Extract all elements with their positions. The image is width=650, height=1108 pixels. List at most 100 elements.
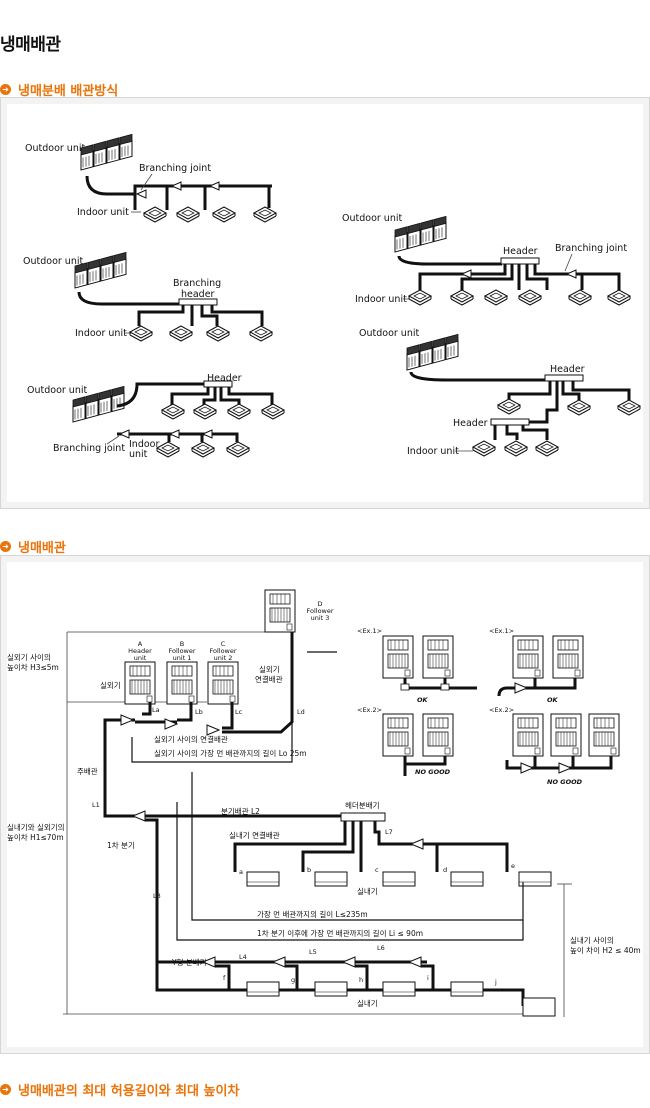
arrow-bullet-icon: ➜ xyxy=(0,84,11,95)
section-heading-distribution: ➜ 냉매분배 배관방식 xyxy=(0,80,118,99)
ex1-b-label: <Ex.1> xyxy=(489,627,514,635)
ex2-b-label: <Ex.2> xyxy=(489,706,514,714)
indoor-height-label-1: 실내기와 실외기의 xyxy=(7,822,65,832)
ex2-a-label: <Ex.2> xyxy=(357,706,382,714)
outdoor-unit-label: Outdoor unit xyxy=(27,385,87,396)
indoor-unit-a-icon xyxy=(246,871,280,887)
l6-label: L6 xyxy=(377,944,385,952)
l3-label: L3 xyxy=(153,892,161,900)
header-divider-icon xyxy=(340,812,386,822)
indoor-g-label: g xyxy=(291,976,295,984)
header-label: Header xyxy=(503,246,538,257)
outdoor-unit-icon xyxy=(80,133,133,171)
indoor-unit-icon xyxy=(617,399,641,416)
outdoor-unit-d-icon xyxy=(264,589,296,633)
indoor-unit-b-icon xyxy=(314,871,348,887)
unit-d-label-3: unit 3 xyxy=(311,614,330,622)
indoor-f-label: f xyxy=(223,974,226,982)
indoor-unit-icon xyxy=(193,403,217,420)
branch-joint-icon xyxy=(206,724,220,736)
outdoor-unit-c-icon xyxy=(207,661,239,705)
indoor-j-label: j xyxy=(494,978,497,986)
unit-d-label-2: Follower xyxy=(306,607,333,615)
branching-joint-label: Branching joint xyxy=(53,443,125,454)
diagram-header-and-joint: Outdoor unit Header xyxy=(27,373,285,460)
indoor-label-1: Indoor xyxy=(129,439,159,450)
l7-label: L7 xyxy=(385,828,393,836)
header-divider-label: 헤더분배기 xyxy=(345,801,380,810)
indoor-h2-label-1: 실내기 사이의 xyxy=(570,935,614,945)
branch-pipe-label: 분기배관 L2 xyxy=(221,806,260,816)
outdoor-conn-label-2: 연결배관 xyxy=(255,674,283,684)
unit-c-label-2: Follower xyxy=(209,647,236,655)
indoor-unit-label: Indoor unit xyxy=(75,328,127,339)
header-top-label: Header xyxy=(550,364,585,375)
l5-label: L5 xyxy=(309,948,317,956)
l1-label: L1 xyxy=(92,801,100,809)
indoor-unit-icon xyxy=(206,325,230,342)
indoor-a-label: a xyxy=(239,868,243,876)
after-first-branch-label: 1차 분기 이후에 가장 먼 배관까지의 길이 Li ≤ 90m xyxy=(257,928,423,938)
indoor-unit-label: Indoor unit xyxy=(355,294,407,305)
l4-label: L4 xyxy=(239,953,247,961)
outdoor-unit-icon xyxy=(406,333,459,371)
unit-b-label-1: B xyxy=(180,640,184,648)
main-pipe-label: 주배관 xyxy=(77,766,98,776)
diagram-branching-header: Outdoor unit Branching header Indoor uni… xyxy=(23,251,273,342)
section-heading-max-length: ➜ 냉매배관의 최대 허용길이와 최대 높이차 xyxy=(0,1080,239,1099)
indoor-unit-icon xyxy=(408,289,432,306)
indoor-unit-label: Indoor unit xyxy=(77,207,129,218)
header-bottom-label: Header xyxy=(453,418,488,429)
y-branch-label: Y형 분배기 xyxy=(171,958,207,967)
ex1-a-label: <Ex.1> xyxy=(357,627,382,635)
distribution-methods-panel: Outdoor unit Branching joint Indoor unit xyxy=(0,97,650,509)
page-title: 냉매배관 xyxy=(0,35,61,55)
indoor-unit-icon xyxy=(518,289,542,306)
indoor-unit-icon xyxy=(607,289,631,306)
la-label: La xyxy=(152,706,160,714)
distribution-methods-canvas: Outdoor unit Branching joint Indoor unit xyxy=(7,104,643,502)
indoor-unit-icon xyxy=(161,403,185,420)
outdoor-height-label-2: 높이차 H3≤5m xyxy=(7,662,59,672)
indoor-unit-icon xyxy=(129,325,153,342)
indoor-unit-icon xyxy=(212,206,236,223)
outdoor-height-label-1: 실외기 사이의 xyxy=(7,652,51,662)
outdoor-unit-a-icon xyxy=(124,661,156,705)
ld-label: Ld xyxy=(297,708,305,716)
indoor-h-label: h xyxy=(359,976,363,984)
section-title: 냉매배관의 최대 허용길이와 최대 높이차 xyxy=(18,1084,240,1099)
unit-c-label-3: unit 2 xyxy=(214,654,233,662)
indoor-unit-c-icon xyxy=(382,871,416,887)
branch-joint-icon xyxy=(410,838,424,850)
unit-b-label-2: Follower xyxy=(168,647,195,655)
indoor-label-2: unit xyxy=(129,449,148,460)
indoor-unit-icon xyxy=(497,398,521,415)
indoor-unit-i-icon xyxy=(450,981,484,997)
diagram-double-header: Outdoor unit Header Header Indoor unit xyxy=(359,328,641,457)
example-2a: <Ex.2> NO GOOD xyxy=(357,706,454,776)
indoor-i-label: i xyxy=(427,974,429,982)
indoor-h2-label-2: 높이 차이 H2 ≤ 40m xyxy=(570,945,641,955)
piping-canvas: 실외기 사이의 높이차 H3≤5m 실내기와 실외기의 높이차 H1≤70m A… xyxy=(7,562,643,1047)
branching-joint-label: Branching joint xyxy=(139,163,211,174)
piping-diagram: 실외기 사이의 높이차 H3≤5m 실내기와 실외기의 높이차 H1≤70m A… xyxy=(7,589,641,1017)
indoor-unit-icon xyxy=(484,289,508,306)
indoor-e-label: e xyxy=(511,862,515,870)
diagram-header-joint-right: Outdoor unit Header Branching joint Indo… xyxy=(342,213,631,306)
indoor-d-label: d xyxy=(443,866,447,874)
lb-label: Lb xyxy=(195,708,203,716)
outdoor-unit-label: Outdoor unit xyxy=(342,213,402,224)
lc-label: Lc xyxy=(235,708,243,716)
indoor-unit-h-icon xyxy=(382,981,416,997)
section-title: 냉매배관 xyxy=(18,541,66,556)
y-branch-joint-icon xyxy=(342,956,356,968)
nogood-b-label: NO GOOD xyxy=(547,778,583,786)
arrow-bullet-icon: ➜ xyxy=(0,541,11,552)
indoor-unit-icon xyxy=(504,440,528,457)
nogood-a-label: NO GOOD xyxy=(415,768,451,776)
branching-header-label-1: Branching xyxy=(173,278,221,289)
diagram-branching-joint: Outdoor unit Branching joint Indoor unit xyxy=(25,133,277,223)
indoor-label: 실내기 xyxy=(357,886,378,896)
indoor-unit-icon xyxy=(472,440,496,457)
unit-a-label-3: unit xyxy=(134,654,147,662)
